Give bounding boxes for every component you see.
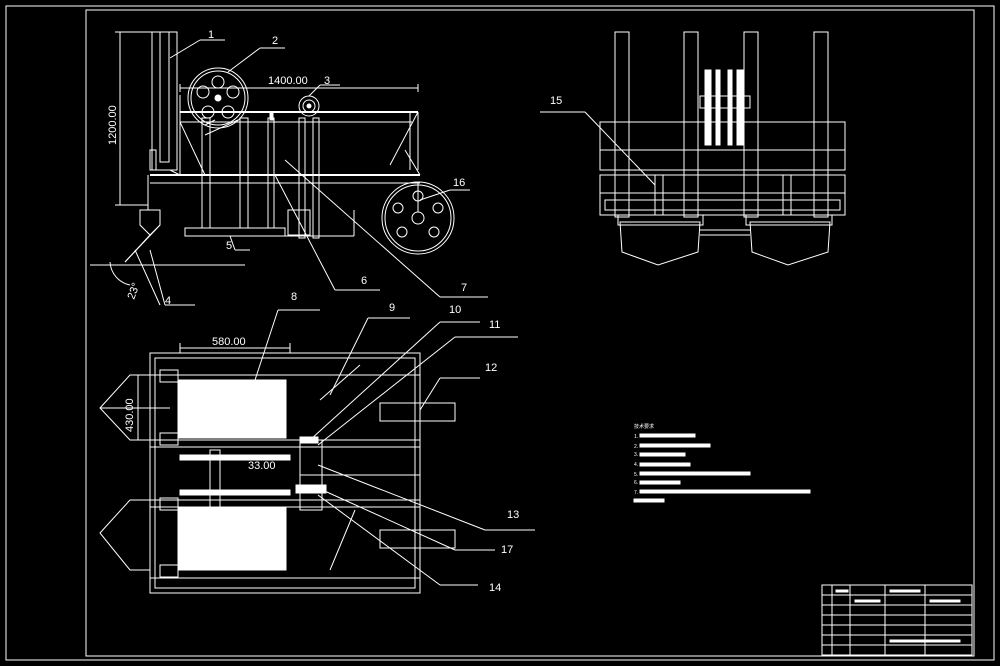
- part-label-13: 13: [507, 509, 519, 521]
- part-label-9: 9: [389, 302, 395, 314]
- part-label-8: 8: [291, 291, 297, 303]
- part-label-3: 3: [324, 75, 330, 87]
- note-line: 3.: [634, 452, 638, 458]
- part-label-1: 1: [208, 29, 214, 41]
- dim-width-580: 580.00: [212, 336, 246, 348]
- part-label-5: 5: [226, 240, 232, 252]
- dimension-labels: 1400.00 1200.00 23° 580.00 430.00 33.00: [107, 75, 308, 472]
- technical-notes: 技术要求 1. 2. 3. 4. 5. 6. 7.: [633, 423, 811, 503]
- dim-width-430: 430.00: [124, 398, 136, 432]
- dim-overall-height: 1200.00: [107, 105, 119, 145]
- note-line: 2.: [634, 444, 638, 450]
- dim-angle: 23°: [126, 281, 143, 301]
- note-line: 5.: [634, 472, 638, 478]
- note-line: 6.: [634, 480, 638, 486]
- drawing-frame: [5, 5, 995, 661]
- front-view: [540, 31, 846, 266]
- dim-overall-length: 1400.00: [268, 75, 308, 87]
- part-label-14: 14: [489, 582, 501, 594]
- side-view: [90, 31, 488, 306]
- part-label-12: 12: [485, 362, 497, 374]
- dim-gap-33: 33.00: [248, 460, 276, 472]
- part-label-16: 16: [453, 177, 465, 189]
- note-line: 7.: [634, 490, 638, 496]
- part-label-10: 10: [449, 304, 461, 316]
- part-label-11: 11: [489, 319, 500, 331]
- note-line: 1.: [634, 434, 638, 440]
- top-view: [99, 309, 535, 594]
- notes-title: 技术要求: [634, 423, 654, 430]
- part-label-15: 15: [550, 95, 562, 107]
- part-label-17: 17: [501, 544, 513, 556]
- note-line: 4.: [634, 462, 638, 468]
- part-label-2: 2: [272, 35, 278, 47]
- part-label-7: 7: [461, 282, 467, 294]
- title-block: [821, 584, 973, 656]
- part-number-labels: 1 2 3 4 5 6 7 8 9 10 11 12 13 14 15 16 1…: [165, 29, 562, 594]
- part-label-6: 6: [361, 275, 367, 287]
- part-label-4: 4: [165, 295, 171, 307]
